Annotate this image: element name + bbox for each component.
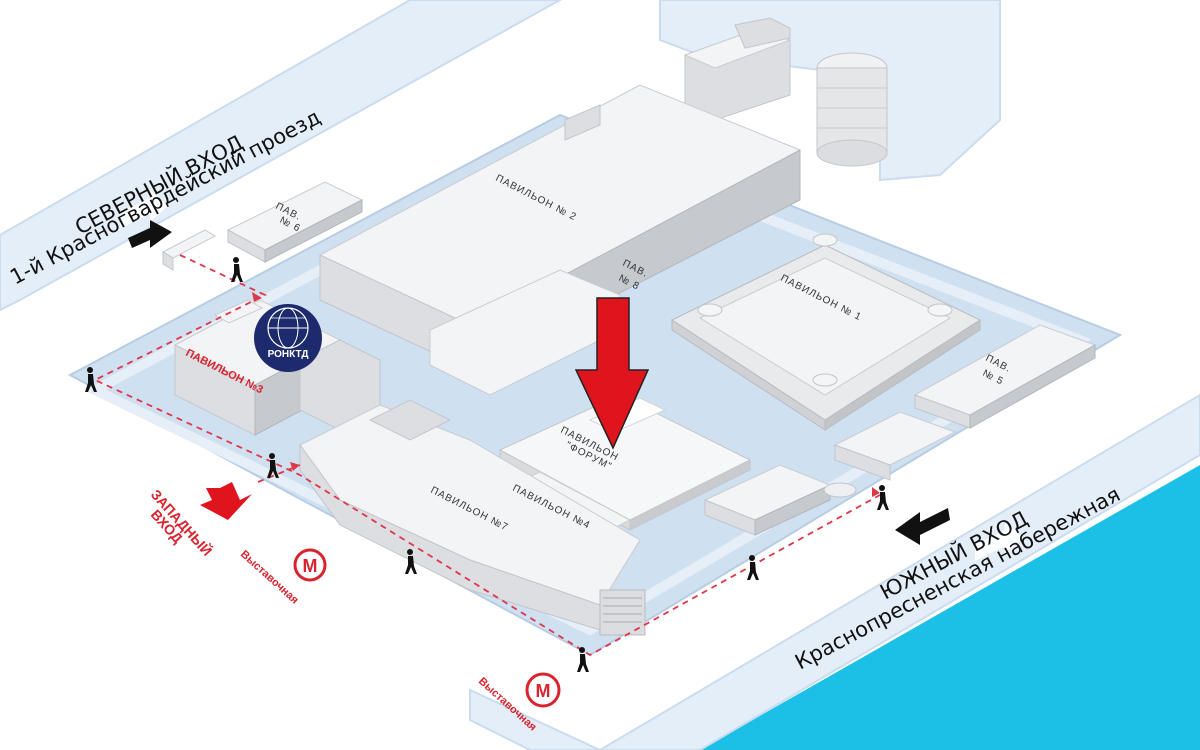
pedestrian-icons [85,257,889,672]
pavilion-5 [913,324,1097,429]
pavilion-2 [319,84,801,396]
svg-text:М: М [536,681,551,701]
pavilion-7 [299,399,646,636]
south-building [703,411,957,536]
west-entrance-arrow [200,482,252,520]
pavilion-1 [670,233,982,431]
tower-building [683,17,888,167]
north-gatehouse [161,229,217,271]
svg-text:М: М [303,556,318,576]
logo-text: РОНКТД [268,349,309,360]
metro-icon-west: М [293,548,327,582]
road-arrows [120,190,1023,616]
metro-icon-south: М [525,672,561,708]
metro-station-label-west: Выставочная [238,548,301,606]
pavilion-6 [226,181,364,263]
river [700,465,1200,750]
north-entrance-arrow [128,220,172,248]
south-entrance-arrow [895,508,950,545]
ronktd-logo: РОНКТД [254,304,322,372]
route-arrowheads [252,292,880,497]
highlight-arrow [574,297,650,450]
